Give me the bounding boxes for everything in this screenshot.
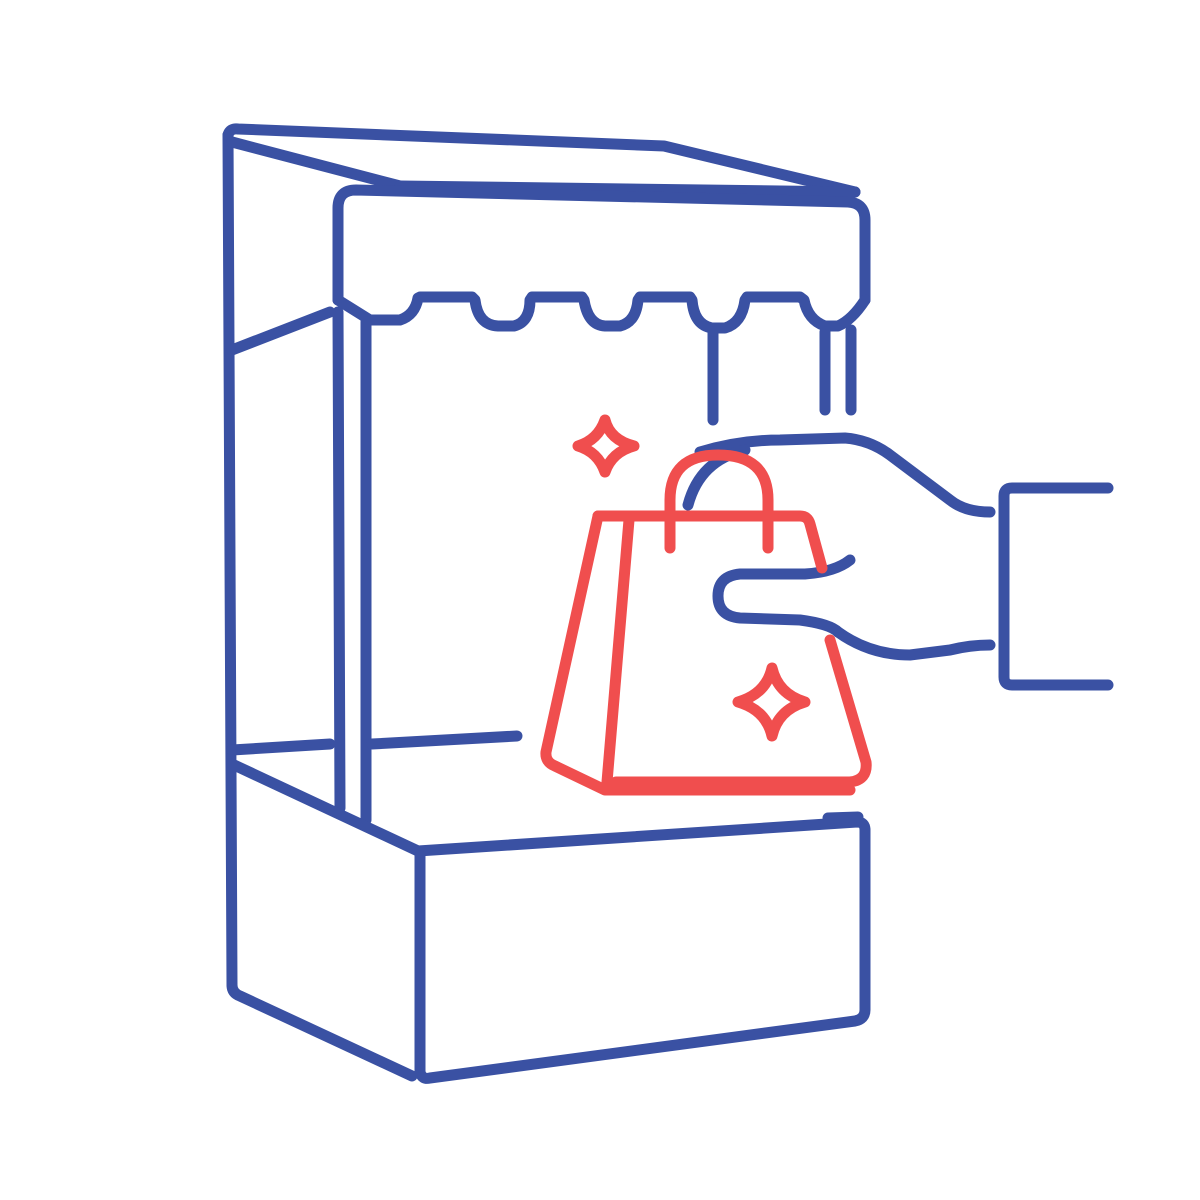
stall-side-rail <box>226 306 336 356</box>
counter-top-lip <box>822 811 864 824</box>
stall-rear-post <box>222 129 238 991</box>
hand-icon <box>682 432 996 661</box>
stall-roof-front-edge <box>394 180 861 198</box>
bag-body-left-front <box>601 514 635 788</box>
hand-palm-bottom <box>832 626 996 661</box>
market-stall-icon <box>222 123 1114 1084</box>
stall-shelf-back <box>226 738 336 756</box>
hand-back <box>694 432 996 518</box>
sparkle-icon <box>572 414 811 742</box>
counter-bottom-left <box>226 979 418 1082</box>
counter-front-left <box>414 824 871 1084</box>
stall-front-post-outer <box>332 306 346 814</box>
counter-left-top <box>226 758 424 857</box>
stall-roof-back <box>222 123 861 198</box>
sleeve-cuff <box>998 482 1114 691</box>
sparkle-bottom <box>732 662 811 742</box>
sparkle-top <box>572 414 640 478</box>
thumb <box>712 554 856 638</box>
awning-top <box>332 184 871 306</box>
counter-top <box>412 816 871 857</box>
counter-icon <box>226 758 871 1084</box>
shopping-bag-icon <box>540 449 872 796</box>
awning-scallops <box>332 291 871 334</box>
bag-handle <box>664 449 774 554</box>
sleeve-cuff-icon <box>998 482 1114 691</box>
stall-shelf-front <box>366 730 523 750</box>
stall-roof-diagonal <box>226 136 406 192</box>
bag-body-front <box>604 510 828 574</box>
bag-side-gusset <box>540 510 856 796</box>
awning-icon <box>332 184 871 426</box>
bag-body-right <box>610 634 872 788</box>
